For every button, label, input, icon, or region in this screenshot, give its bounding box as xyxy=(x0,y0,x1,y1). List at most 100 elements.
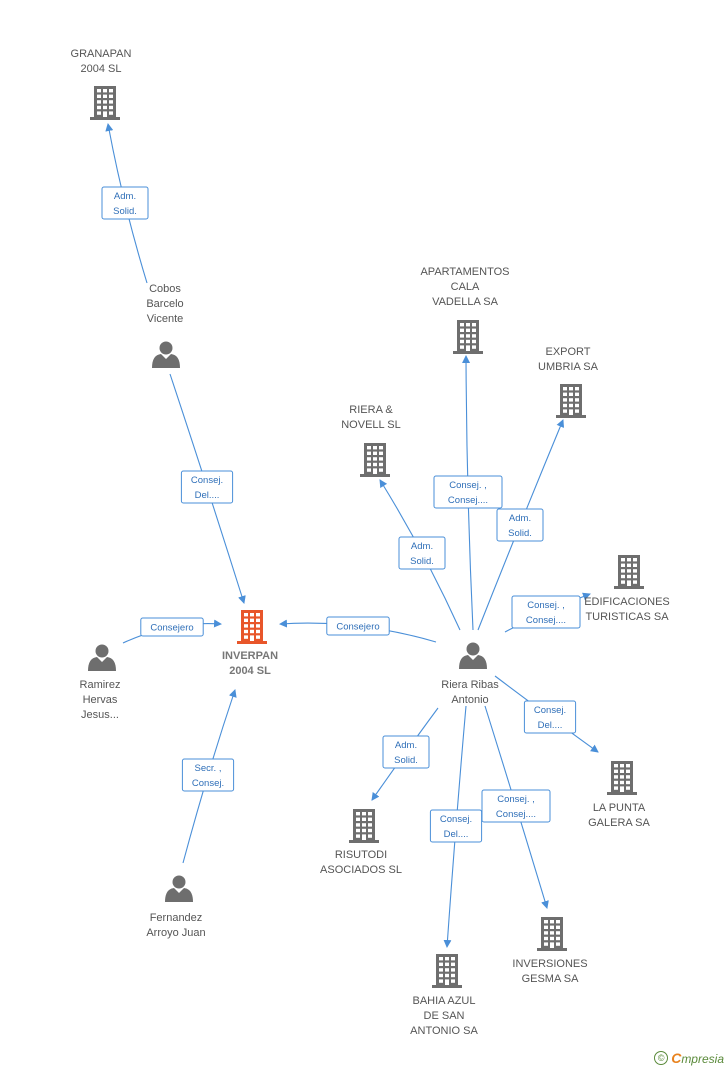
empresia-watermark: © Cmpresia xyxy=(654,1050,724,1066)
edge-label-box xyxy=(398,536,446,570)
node-label: INVERPAN xyxy=(222,650,278,662)
company-building-icon xyxy=(556,384,586,418)
edge-label-text: Del.... xyxy=(195,490,220,501)
company-building-icon xyxy=(537,917,567,951)
edge-label-text: Solid. xyxy=(394,755,418,766)
company-building-icon xyxy=(349,809,379,843)
edge-label-text: Consej. , xyxy=(449,480,487,491)
edge-label-text: Consej. , xyxy=(497,794,535,805)
edge-label-text: Consejero xyxy=(336,622,379,633)
company-building-icon xyxy=(614,555,644,589)
node-label: GALERA SA xyxy=(588,817,650,829)
node-label: 2004 SL xyxy=(229,665,271,677)
edge-label-text: Solid. xyxy=(508,528,532,539)
node-export[interactable]: EXPORT UMBRIA SA xyxy=(538,346,599,418)
edge-label-riera_ribas-to-inverpan[interactable]: Consejero xyxy=(326,616,390,636)
edge-label-cobos-to-inverpan[interactable]: Consej. Del.... xyxy=(180,470,234,504)
node-riera_novell[interactable]: RIERA &NOVELL SL xyxy=(341,404,401,477)
node-label: RISUTODI xyxy=(335,849,387,861)
edge-label-riera_ribas-to-export[interactable]: Adm. Solid. xyxy=(496,508,544,542)
edge-label-text: Adm. xyxy=(114,191,136,202)
edge-label-fernandez-to-inverpan[interactable]: Secr. , Consej. xyxy=(181,758,235,792)
node-label: Ramirez xyxy=(80,679,121,691)
edge-label-text: Del.... xyxy=(538,720,563,731)
node-granapan[interactable]: GRANAPAN 2004 SL xyxy=(71,48,132,120)
node-ramirez[interactable]: RamirezHervasJesus... xyxy=(80,644,121,722)
node-label: LA PUNTA xyxy=(593,802,646,814)
person-icon xyxy=(88,644,116,671)
node-label: ANTONIO SA xyxy=(410,1025,478,1037)
node-label: VADELLA SA xyxy=(432,296,498,308)
edge-label-text: Secr. , xyxy=(195,763,222,774)
edge-label-box xyxy=(101,186,149,220)
edge-label-text: Adm. xyxy=(411,541,433,552)
main-company-building-icon xyxy=(237,610,267,644)
node-bahia[interactable]: BAHIA AZUL DE SAN ANTONIO SA xyxy=(410,954,478,1037)
edge-label-box xyxy=(429,809,483,843)
edge-label-riera_ribas-to-apartamentos[interactable]: Consej. , Consej.... xyxy=(433,475,503,509)
company-building-icon xyxy=(90,86,120,120)
edge-label-text: Solid. xyxy=(410,556,434,567)
brand-logo: Cmpresia xyxy=(671,1050,724,1066)
node-label: UMBRIA SA xyxy=(538,361,599,373)
edge-label-box xyxy=(140,617,204,637)
node-label: Riera Ribas xyxy=(441,679,499,691)
node-label: Arroyo Juan xyxy=(146,927,205,939)
edge-label-box xyxy=(382,735,430,769)
edge-label-text: Adm. xyxy=(395,740,417,751)
edge-label-box xyxy=(326,616,390,636)
company-building-icon xyxy=(453,320,483,354)
edge-label-box xyxy=(511,595,581,629)
node-label: Fernandez xyxy=(150,912,203,924)
person-icon xyxy=(459,642,487,669)
edge-label-box xyxy=(180,470,234,504)
person-icon xyxy=(165,875,193,902)
edge-label-text: Adm. xyxy=(509,513,531,524)
edge-label-box xyxy=(481,789,551,823)
node-label: DE SAN xyxy=(424,1010,465,1022)
node-label: RIERA & xyxy=(349,404,393,416)
edge-label-box xyxy=(496,508,544,542)
edge-label-text: Solid. xyxy=(113,206,137,217)
edge-label-box xyxy=(433,475,503,509)
edge-label-riera_ribas-to-la_punta[interactable]: Consej.Del.... xyxy=(523,700,577,734)
edge-label-box xyxy=(181,758,235,792)
node-label: GRANAPAN xyxy=(71,48,132,60)
node-label: EDIFICACIONES xyxy=(584,596,670,608)
node-label: 2004 SL xyxy=(81,63,122,75)
node-label: APARTAMENTOS xyxy=(420,266,509,278)
company-building-icon xyxy=(432,954,462,988)
edge-label-text: Consej. , xyxy=(527,600,565,611)
edge-label-text: Consejero xyxy=(150,623,193,634)
edge-label-text: Del.... xyxy=(444,829,469,840)
edge-label-riera_ribas-to-riera_novell[interactable]: Adm. Solid. xyxy=(398,536,446,570)
edge-label-riera_ribas-to-bahia[interactable]: Consej. Del.... xyxy=(429,809,483,843)
edge-label-riera_ribas-to-edificaciones[interactable]: Consej. ,Consej.... xyxy=(511,595,581,629)
node-label: EXPORT xyxy=(545,346,590,358)
node-label: Barcelo xyxy=(146,298,183,310)
node-inverpan[interactable]: INVERPAN 2004 SL xyxy=(222,610,278,677)
node-label: Hervas xyxy=(83,694,118,706)
node-la_punta[interactable]: LA PUNTA GALERA SA xyxy=(588,761,651,829)
edge-label-text: Consej.... xyxy=(448,495,488,506)
edge-label-text: Consej.... xyxy=(496,809,536,820)
company-building-icon xyxy=(607,761,637,795)
edge-label-cobos-to-granapan[interactable]: Adm. Solid. xyxy=(101,186,149,220)
edge-label-riera_ribas-to-risutodi[interactable]: Adm. Solid. xyxy=(382,735,430,769)
edge-label-riera_ribas-to-inversiones[interactable]: Consej. , Consej.... xyxy=(481,789,551,823)
node-label: Antonio xyxy=(451,694,488,706)
edge-label-ramirez-to-inverpan[interactable]: Consejero xyxy=(140,617,204,637)
node-label: BAHIA AZUL xyxy=(413,995,476,1007)
edge-label-text: Consej. xyxy=(440,814,472,825)
node-label: Cobos xyxy=(149,283,181,295)
edge-label-text: Consej. xyxy=(192,778,224,789)
edge-label-text: Consej. xyxy=(191,475,223,486)
